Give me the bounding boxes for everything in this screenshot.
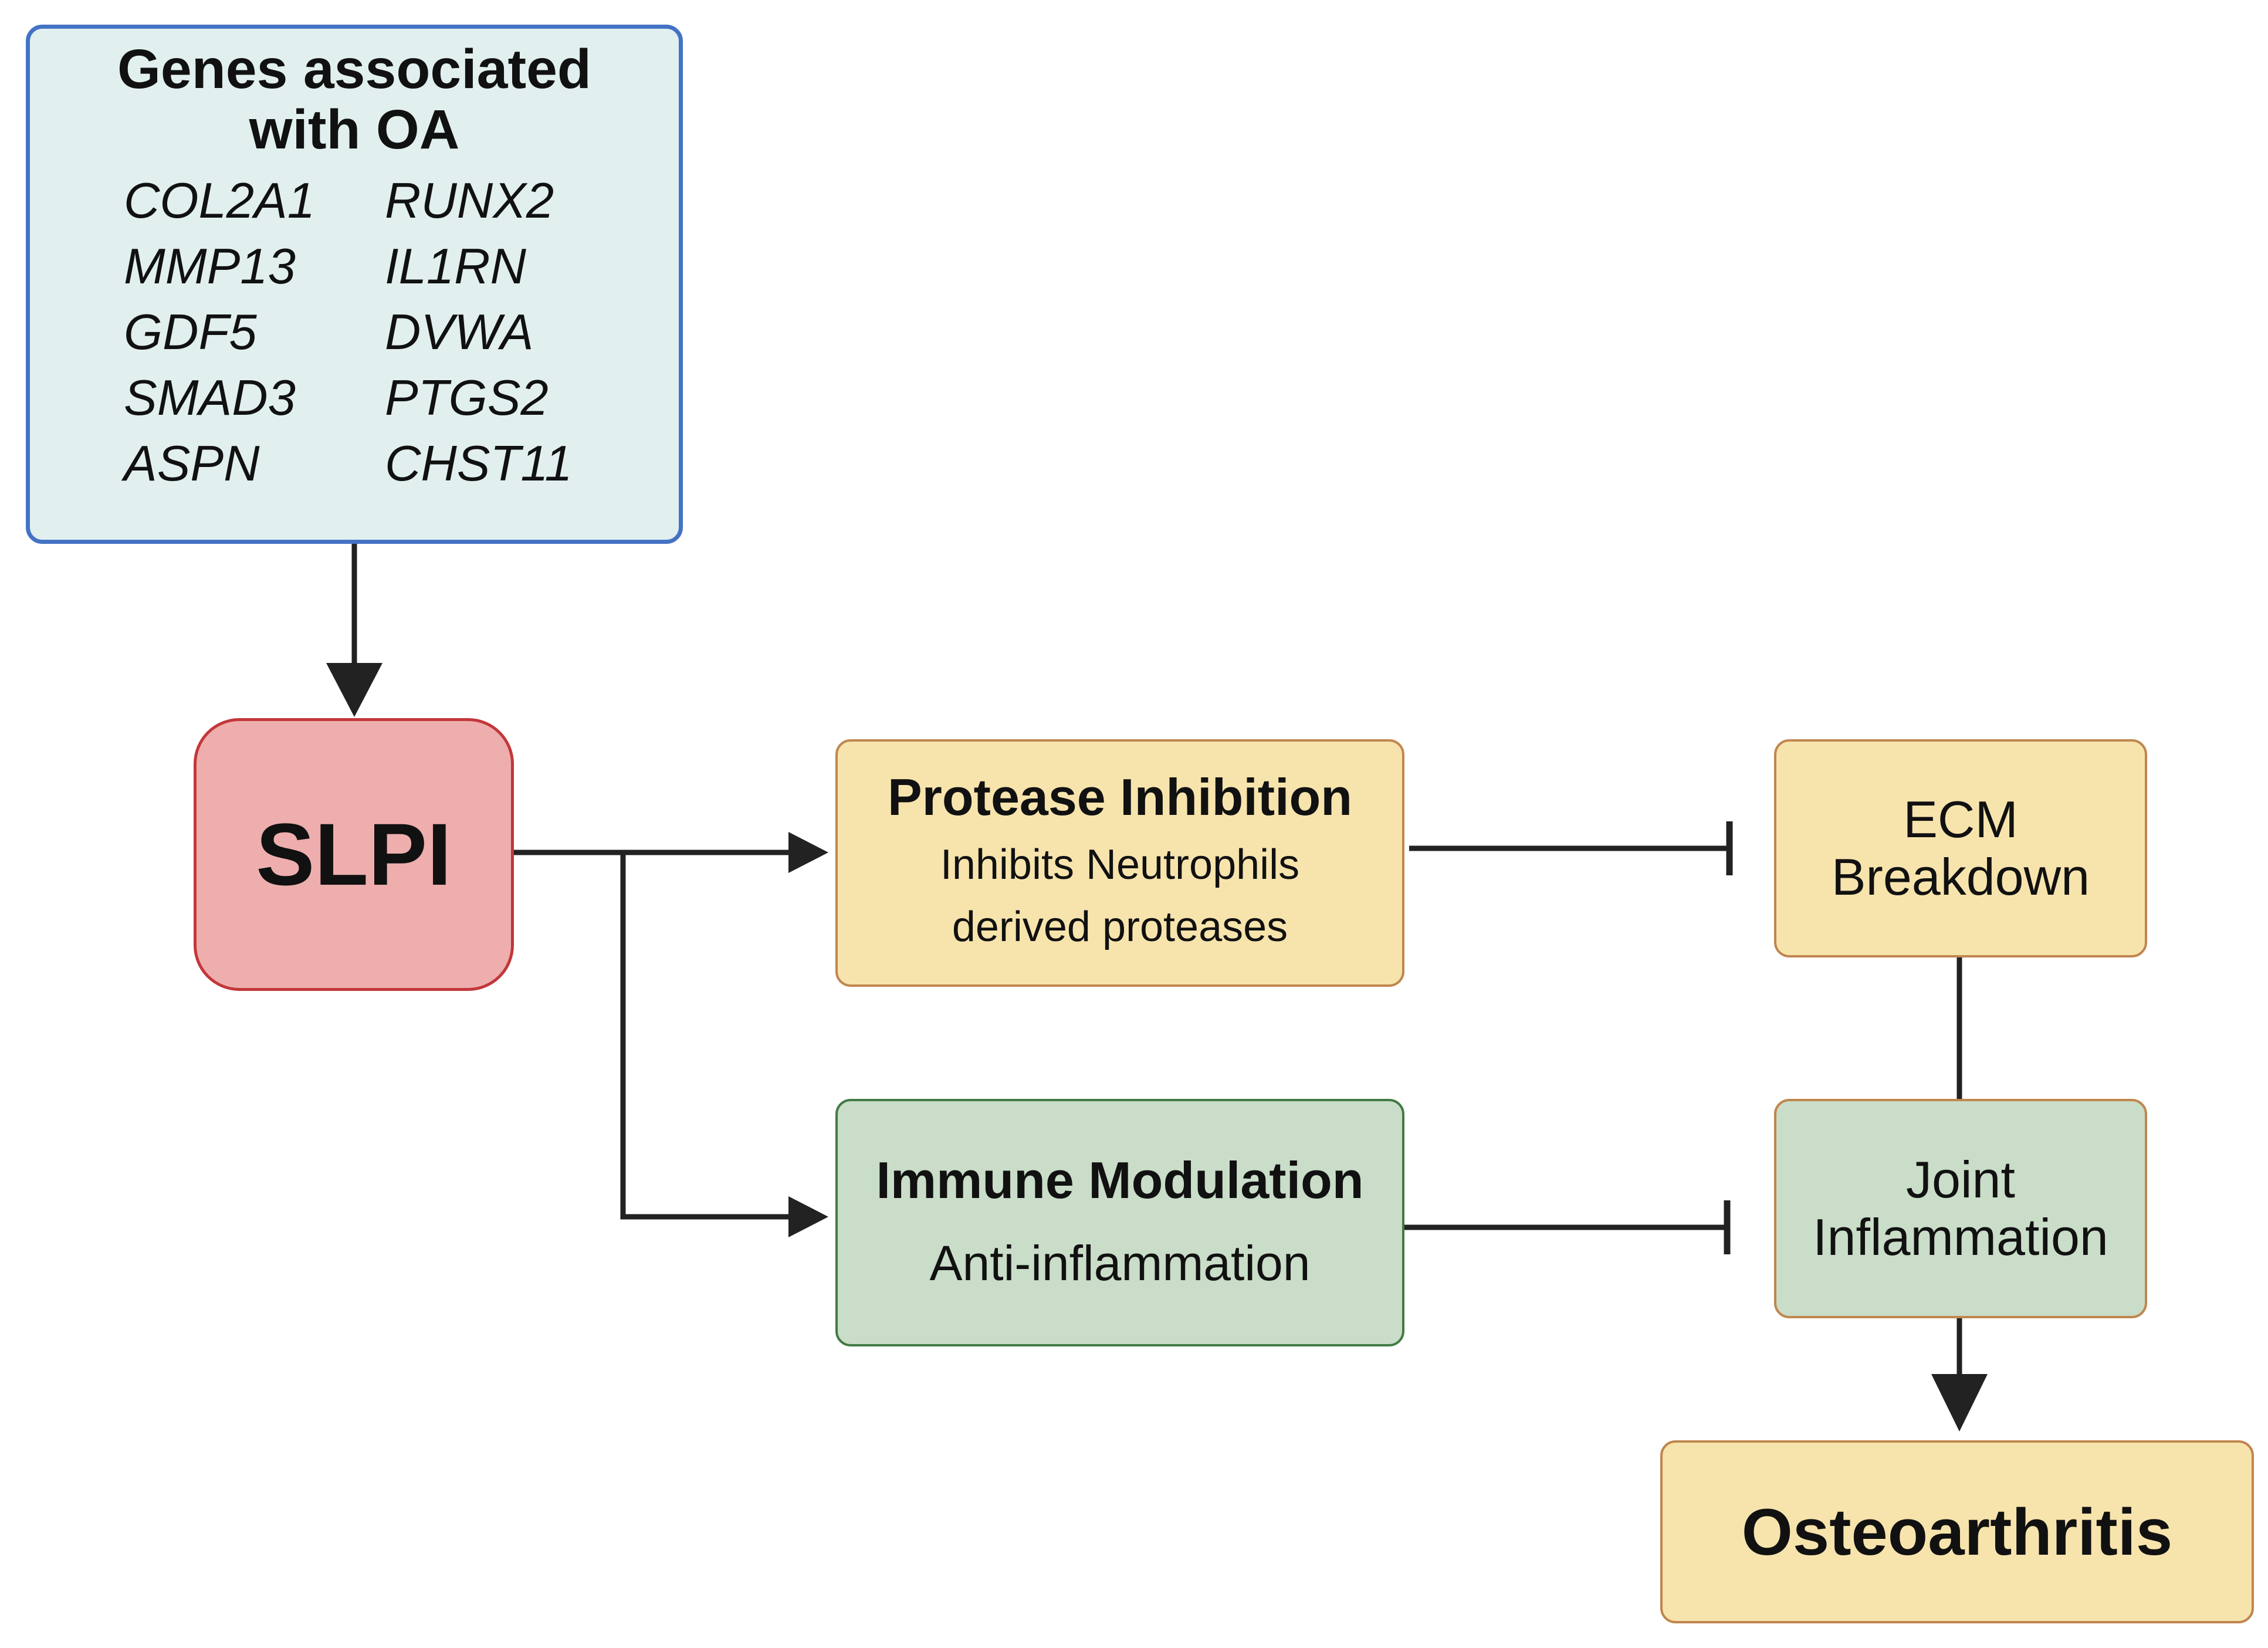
protease-title: Protease Inhibition [887, 768, 1353, 826]
protease-desc-line2: derived proteases [952, 903, 1288, 950]
slpi-node: SLPI [194, 718, 514, 991]
gene-item: DVWA [385, 304, 534, 360]
osteoarthritis-label: Osteoarthritis [1741, 1495, 2173, 1569]
slpi-label: SLPI [256, 805, 452, 903]
gene-column-right: RUNX2 IL1RN DVWA PTGS2 CHST11 [385, 168, 573, 497]
joint-label: Joint Inflammation [1813, 1150, 2108, 1266]
ecm-breakdown-node: ECM Breakdown [1774, 739, 2147, 957]
genes-box-title: Genes associated with OA [117, 39, 591, 160]
arrowhead-to-protease [788, 832, 828, 873]
gene-item: IL1RN [385, 239, 526, 295]
ecm-label: ECM Breakdown [1831, 790, 2090, 906]
immune-description: Anti-inflammation [929, 1236, 1311, 1291]
immune-title: Immune Modulation [876, 1151, 1364, 1209]
arrowhead-to-immune [788, 1196, 828, 1237]
gene-item: PTGS2 [385, 370, 549, 426]
oa-genes-box: Genes associated with OA COL2A1 MMP13 GD… [26, 25, 683, 544]
arrowhead-to-osteoarthritis [1931, 1374, 1988, 1432]
protease-description: Inhibits Neutrophils derived proteases [940, 834, 1299, 958]
gene-column-left: COL2A1 MMP13 GDF5 SMAD3 ASPN [124, 168, 315, 497]
gene-item: COL2A1 [124, 173, 316, 229]
osteoarthritis-node: Osteoarthritis [1660, 1440, 2254, 1623]
gene-item: MMP13 [124, 239, 296, 295]
gene-item: RUNX2 [385, 173, 554, 229]
protease-desc-line1: Inhibits Neutrophils [940, 841, 1300, 888]
gene-item: SMAD3 [124, 370, 296, 426]
genes-title-line1: Genes associated [117, 38, 591, 100]
gene-item: GDF5 [124, 304, 257, 360]
gene-item: ASPN [124, 436, 260, 492]
genes-title-line2: with OA [249, 99, 460, 161]
joint-inflammation-node: Joint Inflammation [1774, 1099, 2147, 1318]
gene-item: CHST11 [385, 436, 573, 492]
protease-inhibition-node: Protease Inhibition Inhibits Neutrophils… [835, 739, 1404, 987]
arrowhead-to-slpi [326, 663, 382, 717]
edge-slpi-to-immune-branch [620, 852, 793, 1220]
immune-modulation-node: Immune Modulation Anti-inflammation [835, 1099, 1404, 1346]
